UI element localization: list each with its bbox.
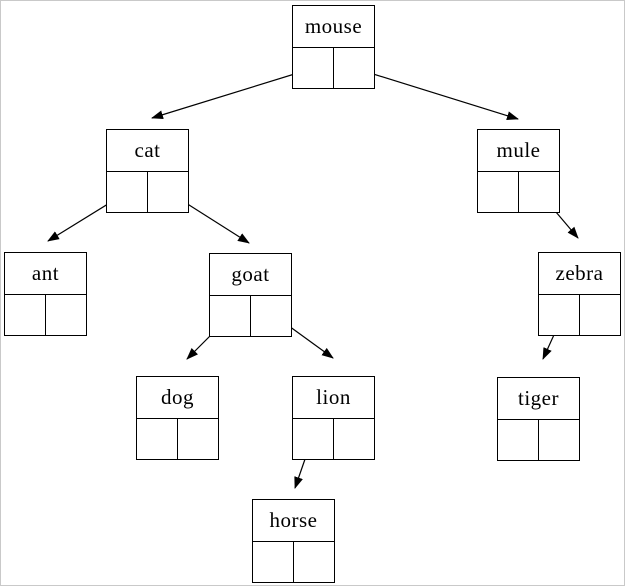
node-label: tiger [498,378,579,420]
left-pointer-cell [5,295,46,335]
pointer-cells [5,295,86,335]
node-label: cat [107,130,188,172]
tree-node-ant: ant [4,252,87,336]
pointer-cells [137,419,218,459]
right-pointer-cell [294,542,335,582]
edge-mouse-left-cat [151,67,315,120]
node-label: mouse [293,6,374,48]
right-pointer-cell [539,420,580,460]
pointer-cells [293,419,374,459]
node-label: goat [210,254,291,296]
tree-node-lion: lion [292,376,375,460]
right-pointer-cell [519,172,560,212]
right-pointer-cell [251,296,292,336]
tree-node-horse: horse [252,499,335,583]
left-pointer-cell [293,48,334,88]
pointer-cells [210,296,291,336]
left-pointer-cell [137,419,178,459]
tree-node-tiger: tiger [497,377,580,461]
pointer-cells [498,420,579,460]
left-pointer-cell [253,542,294,582]
tree-node-mouse: mouse [292,5,375,89]
right-pointer-cell [178,419,219,459]
pointer-cells [293,48,374,88]
pointer-cells [253,542,334,582]
node-label: horse [253,500,334,542]
right-pointer-cell [334,48,375,88]
node-label: ant [5,253,86,295]
right-pointer-cell [148,172,189,212]
tree-node-zebra: zebra [538,252,621,336]
left-pointer-cell [293,419,334,459]
node-label: zebra [539,253,620,295]
pointer-cells [107,172,188,212]
pointer-cells [478,172,559,212]
right-pointer-cell [334,419,375,459]
node-label: lion [293,377,374,419]
pointer-cells [539,295,620,335]
left-pointer-cell [539,295,580,335]
node-label: mule [478,130,559,172]
tree-node-mule: mule [477,129,560,213]
right-pointer-cell [46,295,87,335]
edge-mouse-right-mule [353,67,519,121]
node-label: dog [137,377,218,419]
right-pointer-cell [580,295,621,335]
left-pointer-cell [478,172,519,212]
tree-node-dog: dog [136,376,219,460]
left-pointer-cell [107,172,148,212]
left-pointer-cell [498,420,539,460]
left-pointer-cell [210,296,251,336]
tree-node-goat: goat [209,253,292,337]
tree-node-cat: cat [106,129,189,213]
